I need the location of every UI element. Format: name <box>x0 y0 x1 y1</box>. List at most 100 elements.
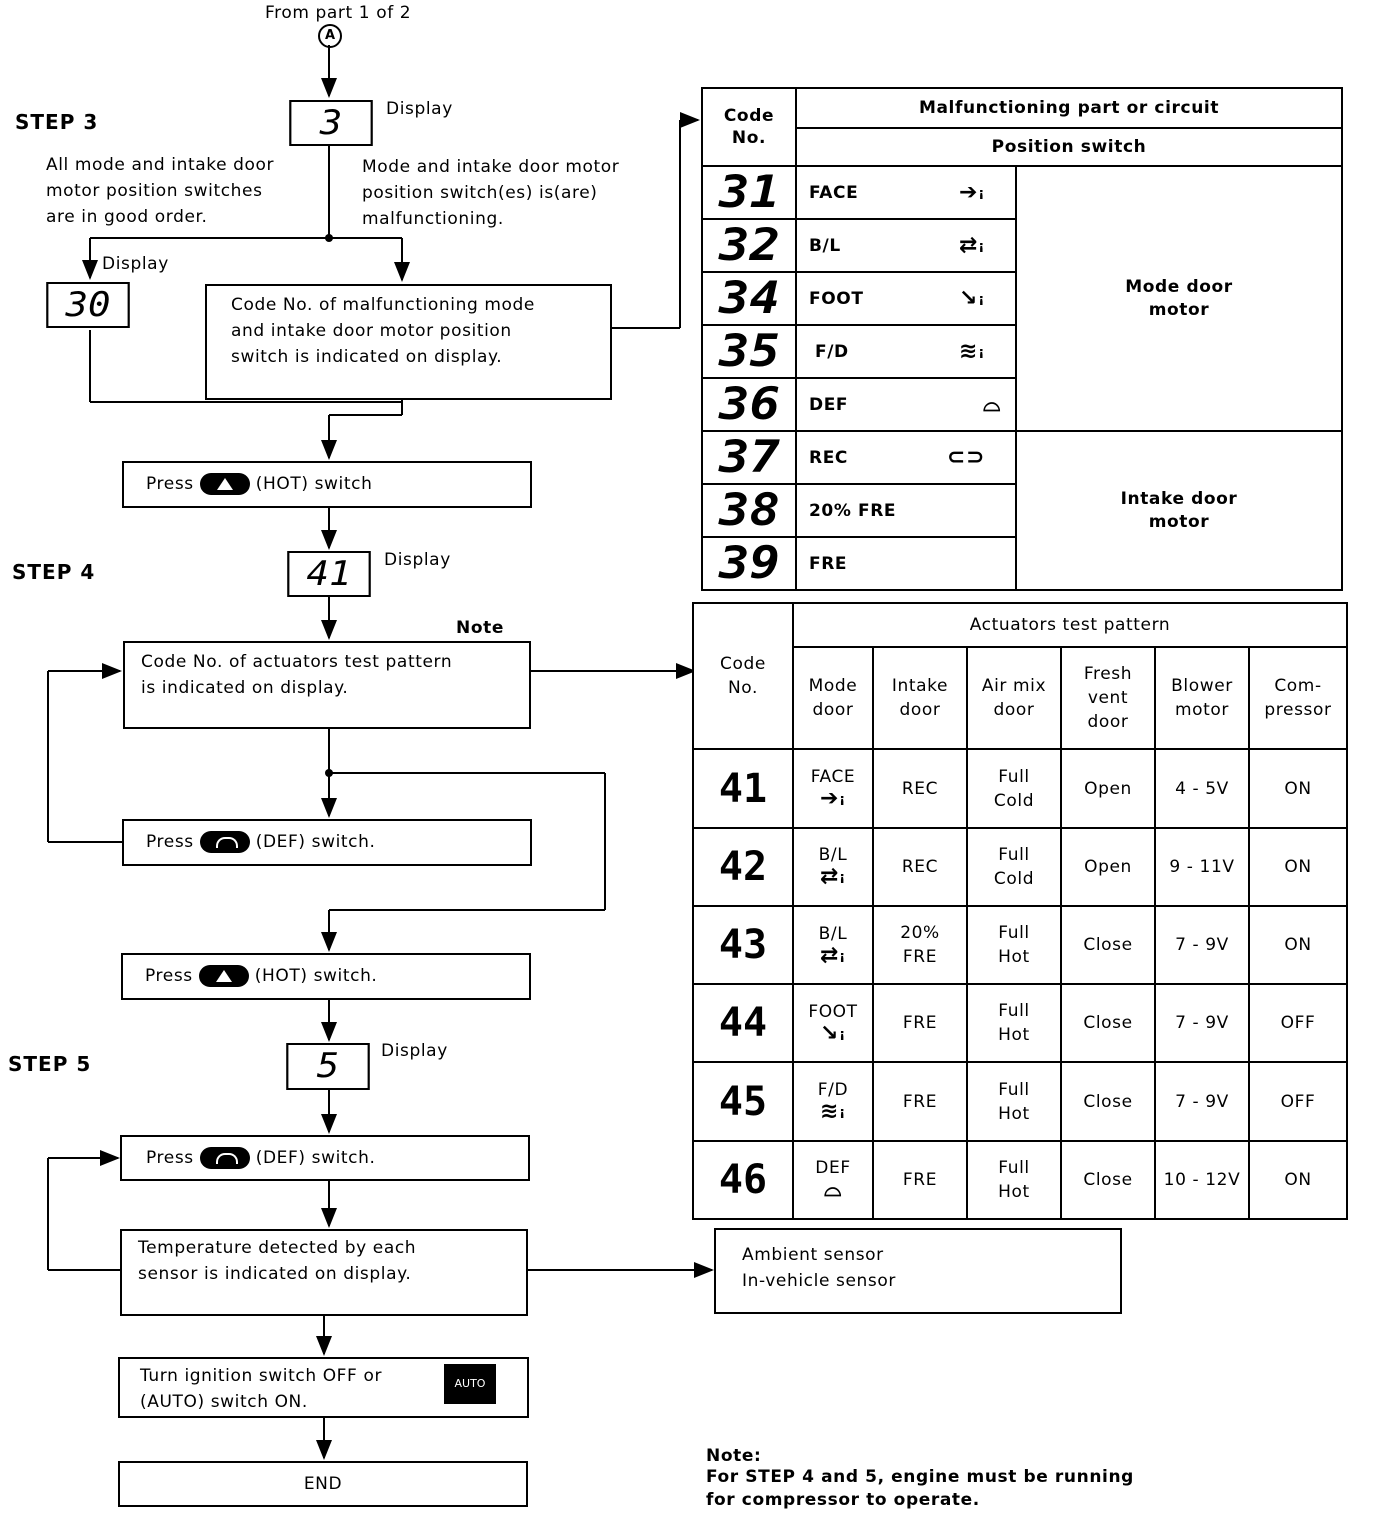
code-cell: 31 <box>701 165 797 220</box>
step4-label: STEP 4 <box>12 560 96 584</box>
col-mode-door: Mode door <box>792 646 874 751</box>
airmix-cell: Full Hot <box>966 983 1062 1064</box>
defrost-icon: ⌓ <box>982 391 1001 417</box>
bilevel-vent-icon: ⇄ꜟ <box>820 864 846 890</box>
blower-cell: 7 - 9V <box>1154 983 1250 1064</box>
display-code-30: 30 <box>46 282 130 328</box>
code-cell: 38 <box>701 483 797 538</box>
mode-cell: F/D≋ꜟ <box>792 1061 874 1142</box>
code-cell: 36 <box>701 377 797 432</box>
intake-cell: REC <box>872 826 968 907</box>
foot-vent-icon: ↘ꜟ <box>959 285 985 311</box>
step3-ok-text: All mode and intake door motor position … <box>46 155 275 227</box>
mode-door-group: Mode door motor <box>1015 165 1343 432</box>
switch-cell: 20% FRE <box>795 483 1017 538</box>
hot-switch-icon <box>199 473 250 495</box>
auto-switch-icon: AUTO <box>444 1364 496 1404</box>
col-fresh-vent-door: Fresh vent door <box>1060 646 1156 751</box>
display-code-3: 3 <box>289 100 373 146</box>
note-title: Note: <box>706 1446 762 1466</box>
press-label: Press <box>145 966 193 986</box>
code-cell: 43 <box>692 904 794 986</box>
code-cell: 42 <box>692 826 794 907</box>
def-switch-label: (DEF) switch. <box>255 1148 376 1168</box>
airmix-cell: Full Hot <box>966 904 1062 986</box>
bilevel-vent-icon: ⇄ꜟ <box>959 232 985 258</box>
press-def-box: Press (DEF) switch. <box>122 819 532 866</box>
blower-cell: 7 - 9V <box>1154 1061 1250 1142</box>
col-blower-motor: Blower motor <box>1154 646 1250 751</box>
mode-cell: DEF⌓ <box>792 1139 874 1221</box>
malfunction-code-box: Code No. of malfunctioning mode and inta… <box>205 284 612 400</box>
step3-label: STEP 3 <box>15 110 99 134</box>
face-vent-icon: ➔ꜟ <box>959 179 985 205</box>
step3-malfunction-text: Mode and intake door motor position swit… <box>362 157 620 229</box>
face-vent-icon: ➔ꜟ <box>820 786 846 812</box>
code-header: Code No. <box>692 601 794 751</box>
foot-vent-icon: ↘ꜟ <box>820 1020 846 1046</box>
actuator-code-box: Code No. of actuators test pattern is in… <box>123 641 531 729</box>
airmix-cell: Full Hot <box>966 1061 1062 1142</box>
code-cell: 32 <box>701 218 797 273</box>
display-code-5: 5 <box>286 1043 370 1090</box>
foot-defrost-icon: ≋ꜟ <box>820 1099 846 1125</box>
mode-cell: FACE➔ꜟ <box>792 748 874 829</box>
bilevel-vent-icon: ⇄ꜟ <box>820 942 846 968</box>
airmix-cell: Full Cold <box>966 826 1062 907</box>
col-intake-door: Intake door <box>872 646 968 751</box>
fresh-cell: Close <box>1060 904 1156 986</box>
def-switch-label: (DEF) switch. <box>255 832 376 852</box>
compressor-cell: ON <box>1248 748 1348 829</box>
press-label: Press <box>146 832 194 852</box>
code-cell: 46 <box>692 1139 794 1221</box>
switch-cell: FACE➔ꜟ <box>795 165 1017 220</box>
press-label: Press <box>146 1148 194 1168</box>
compressor-cell: ON <box>1248 904 1348 986</box>
press-hot-box-2: Press (HOT) switch. <box>121 953 531 1000</box>
position-switch-table: Code No. Malfunctioning part or circuit … <box>701 87 1343 591</box>
col-air-mix-door: Air mix door <box>966 646 1062 751</box>
sensor-box: Ambient sensor In-vehicle sensor <box>714 1228 1122 1314</box>
intake-cell: FRE <box>872 983 968 1064</box>
code-cell: 34 <box>701 271 797 326</box>
def-switch-icon <box>199 1147 250 1169</box>
blower-cell: 9 - 11V <box>1154 826 1250 907</box>
code-cell: 39 <box>701 536 797 591</box>
switch-cell: FRE <box>795 536 1017 591</box>
fresh-cell: Open <box>1060 748 1156 829</box>
hot-switch-label: (HOT) switch. <box>254 966 378 986</box>
fresh-cell: Close <box>1060 1061 1156 1142</box>
code-cell: 35 <box>701 324 797 379</box>
actuator-test-table: Code No. Actuators test pattern Mode doo… <box>692 601 1348 1221</box>
press-hot-box: Press (HOT) switch <box>122 461 532 508</box>
airmix-cell: Full Hot <box>966 1139 1062 1221</box>
compressor-cell: ON <box>1248 1139 1348 1221</box>
step5-label: STEP 5 <box>8 1052 92 1076</box>
recirculation-icon: ⊂⊃ <box>946 444 985 470</box>
mode-cell: FOOT↘ꜟ <box>792 983 874 1064</box>
compressor-cell: OFF <box>1248 983 1348 1064</box>
press-label: Press <box>146 474 194 494</box>
code-cell: 37 <box>701 430 797 485</box>
blower-cell: 4 - 5V <box>1154 748 1250 829</box>
fresh-cell: Close <box>1060 983 1156 1064</box>
display-label: Display <box>381 1041 448 1061</box>
compressor-cell: ON <box>1248 826 1348 907</box>
code-cell: 41 <box>692 748 794 829</box>
intake-cell: FRE <box>872 1061 968 1142</box>
fresh-cell: Open <box>1060 826 1156 907</box>
note-text: For STEP 4 and 5, engine must be running… <box>706 1467 1134 1510</box>
note-label: Note <box>456 618 504 638</box>
malfunction-header: Malfunctioning part or circuit <box>795 87 1343 129</box>
switch-cell: B/L⇄ꜟ <box>795 218 1017 273</box>
fresh-cell: Close <box>1060 1139 1156 1221</box>
intake-door-group: Intake door motor <box>1015 430 1343 591</box>
blower-cell: 10 - 12V <box>1154 1139 1250 1221</box>
code-cell: 44 <box>692 983 794 1064</box>
intake-cell: FRE <box>872 1139 968 1221</box>
hot-switch-label: (HOT) switch <box>255 474 373 494</box>
connector-a: A <box>318 24 342 48</box>
actuator-header: Actuators test pattern <box>792 601 1348 649</box>
blower-cell: 7 - 9V <box>1154 904 1250 986</box>
display-code-41: 41 <box>287 551 371 597</box>
